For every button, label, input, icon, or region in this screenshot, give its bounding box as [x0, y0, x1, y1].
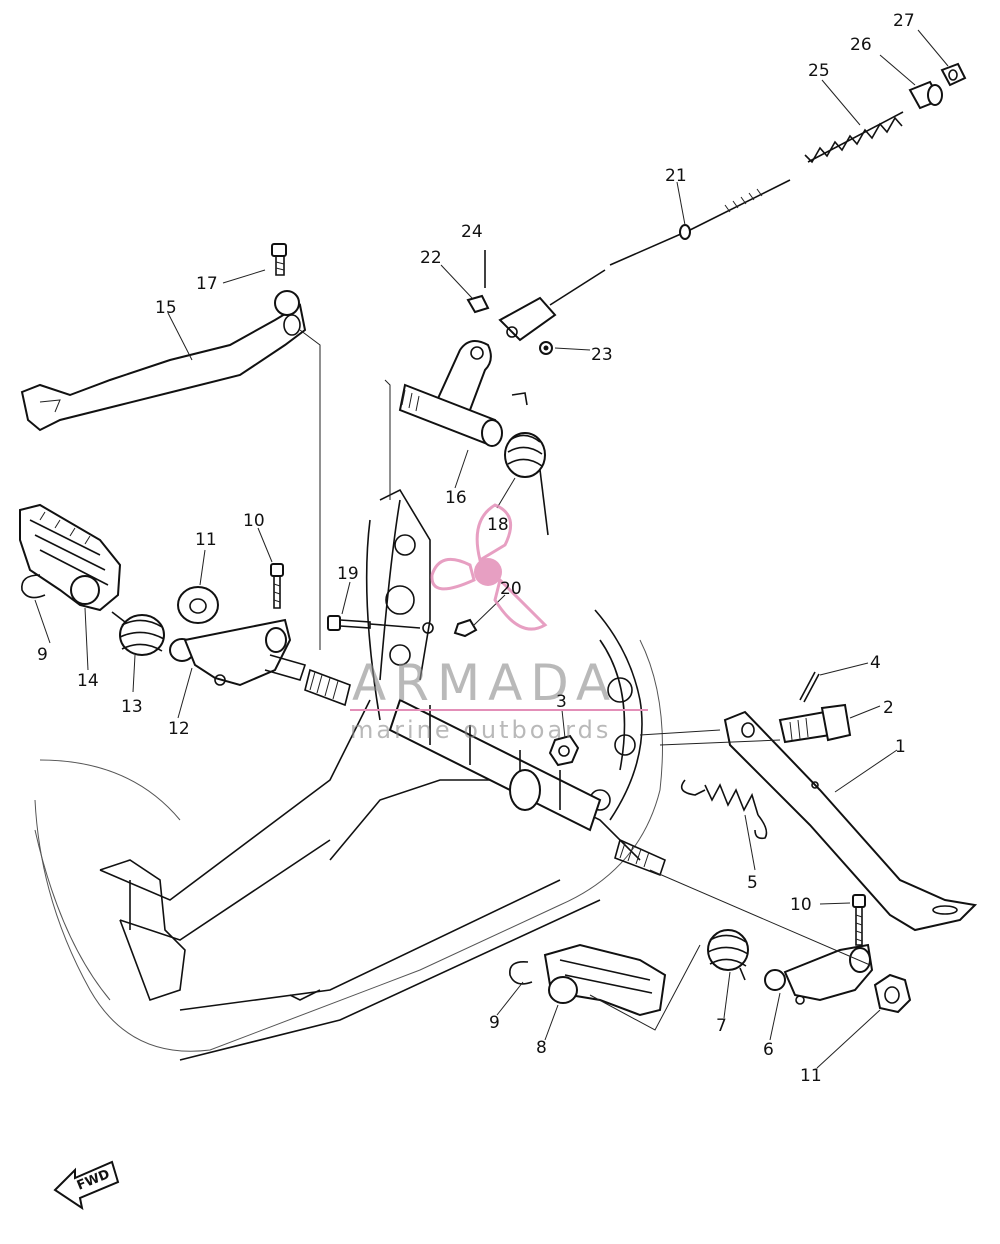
- brake-lever-arm: [398, 340, 503, 447]
- side-stand-1: [723, 710, 978, 932]
- clip-9-left: [21, 574, 46, 599]
- callout-3: 3: [556, 692, 567, 712]
- footrest-left-14: [19, 503, 122, 612]
- watermark: ARMADA marine outboards: [350, 503, 648, 744]
- callout-1: 1: [895, 737, 906, 757]
- brake-pedal: [20, 290, 307, 432]
- washer-11-left: [177, 586, 219, 624]
- callout-25: 25: [808, 61, 830, 81]
- nut-3: [548, 734, 580, 767]
- callout-13: 13: [121, 697, 143, 717]
- callout-7: 7: [716, 1016, 727, 1036]
- callout-11-right: 11: [800, 1066, 822, 1086]
- bolt-19-nut-20: [327, 615, 478, 638]
- bolt-17: [271, 243, 287, 276]
- pivot-shaft: [304, 668, 666, 877]
- footrest-bracket-6: [764, 943, 874, 1005]
- callout-2: 2: [883, 698, 894, 718]
- callout-18: 18: [487, 515, 509, 535]
- return-spring-18: [504, 392, 549, 536]
- brake-rod: [549, 179, 791, 306]
- callout-15: 15: [155, 298, 177, 318]
- fwd-direction-badge: FWD: [53, 1160, 120, 1211]
- callout-9-right: 9: [489, 1013, 500, 1033]
- callout-10-left: 10: [243, 511, 265, 531]
- adjust-nut-26: [908, 80, 943, 110]
- footrest-spring-7: [707, 929, 749, 981]
- watermark-tagline: marine outboards: [350, 716, 611, 744]
- callout-11-left: 11: [195, 530, 217, 550]
- leader-lines: [34, 29, 949, 1069]
- callout-23: 23: [591, 345, 613, 365]
- rod-clevis: [466, 250, 557, 355]
- callout-6: 6: [763, 1040, 774, 1060]
- callout-12: 12: [168, 719, 190, 739]
- footrest-spring-13: [111, 611, 165, 656]
- stand-spring-5: [680, 779, 768, 840]
- callout-21: 21: [665, 166, 687, 186]
- clip-9-right: [509, 960, 533, 985]
- callout-5: 5: [747, 873, 758, 893]
- callout-10-right: 10: [790, 895, 812, 915]
- callout-26: 26: [850, 35, 872, 55]
- callout-24: 24: [461, 222, 483, 242]
- bolt-10-left: [270, 563, 284, 609]
- watermark-brand: ARMADA: [352, 654, 618, 712]
- callout-19: 19: [337, 564, 359, 584]
- rod-spring-25: [804, 111, 904, 164]
- propeller-logo-icon: [430, 503, 548, 631]
- washer-11-right: [873, 973, 912, 1014]
- callout-22: 22: [420, 248, 442, 268]
- callout-4: 4: [870, 653, 881, 673]
- nut-27: [940, 62, 967, 87]
- callout-20: 20: [500, 579, 522, 599]
- callout-27: 27: [893, 11, 915, 31]
- callout-17: 17: [196, 274, 218, 294]
- assembly-lines: [299, 329, 871, 1031]
- callout-labels: 1 2 3 4 5 6 7 8 9 9 10 10 11 11 12 13 14…: [37, 11, 915, 1086]
- callout-9-left: 9: [37, 645, 48, 665]
- pivot-bolt-2: [778, 703, 852, 744]
- callout-16: 16: [445, 488, 467, 508]
- footrest-right-8: [543, 943, 667, 1017]
- cotter-pin-4: [799, 671, 820, 703]
- callout-14: 14: [77, 671, 99, 691]
- footrest-bracket-12: [169, 618, 307, 687]
- bolt-10-right: [852, 894, 866, 946]
- callout-8: 8: [536, 1038, 547, 1058]
